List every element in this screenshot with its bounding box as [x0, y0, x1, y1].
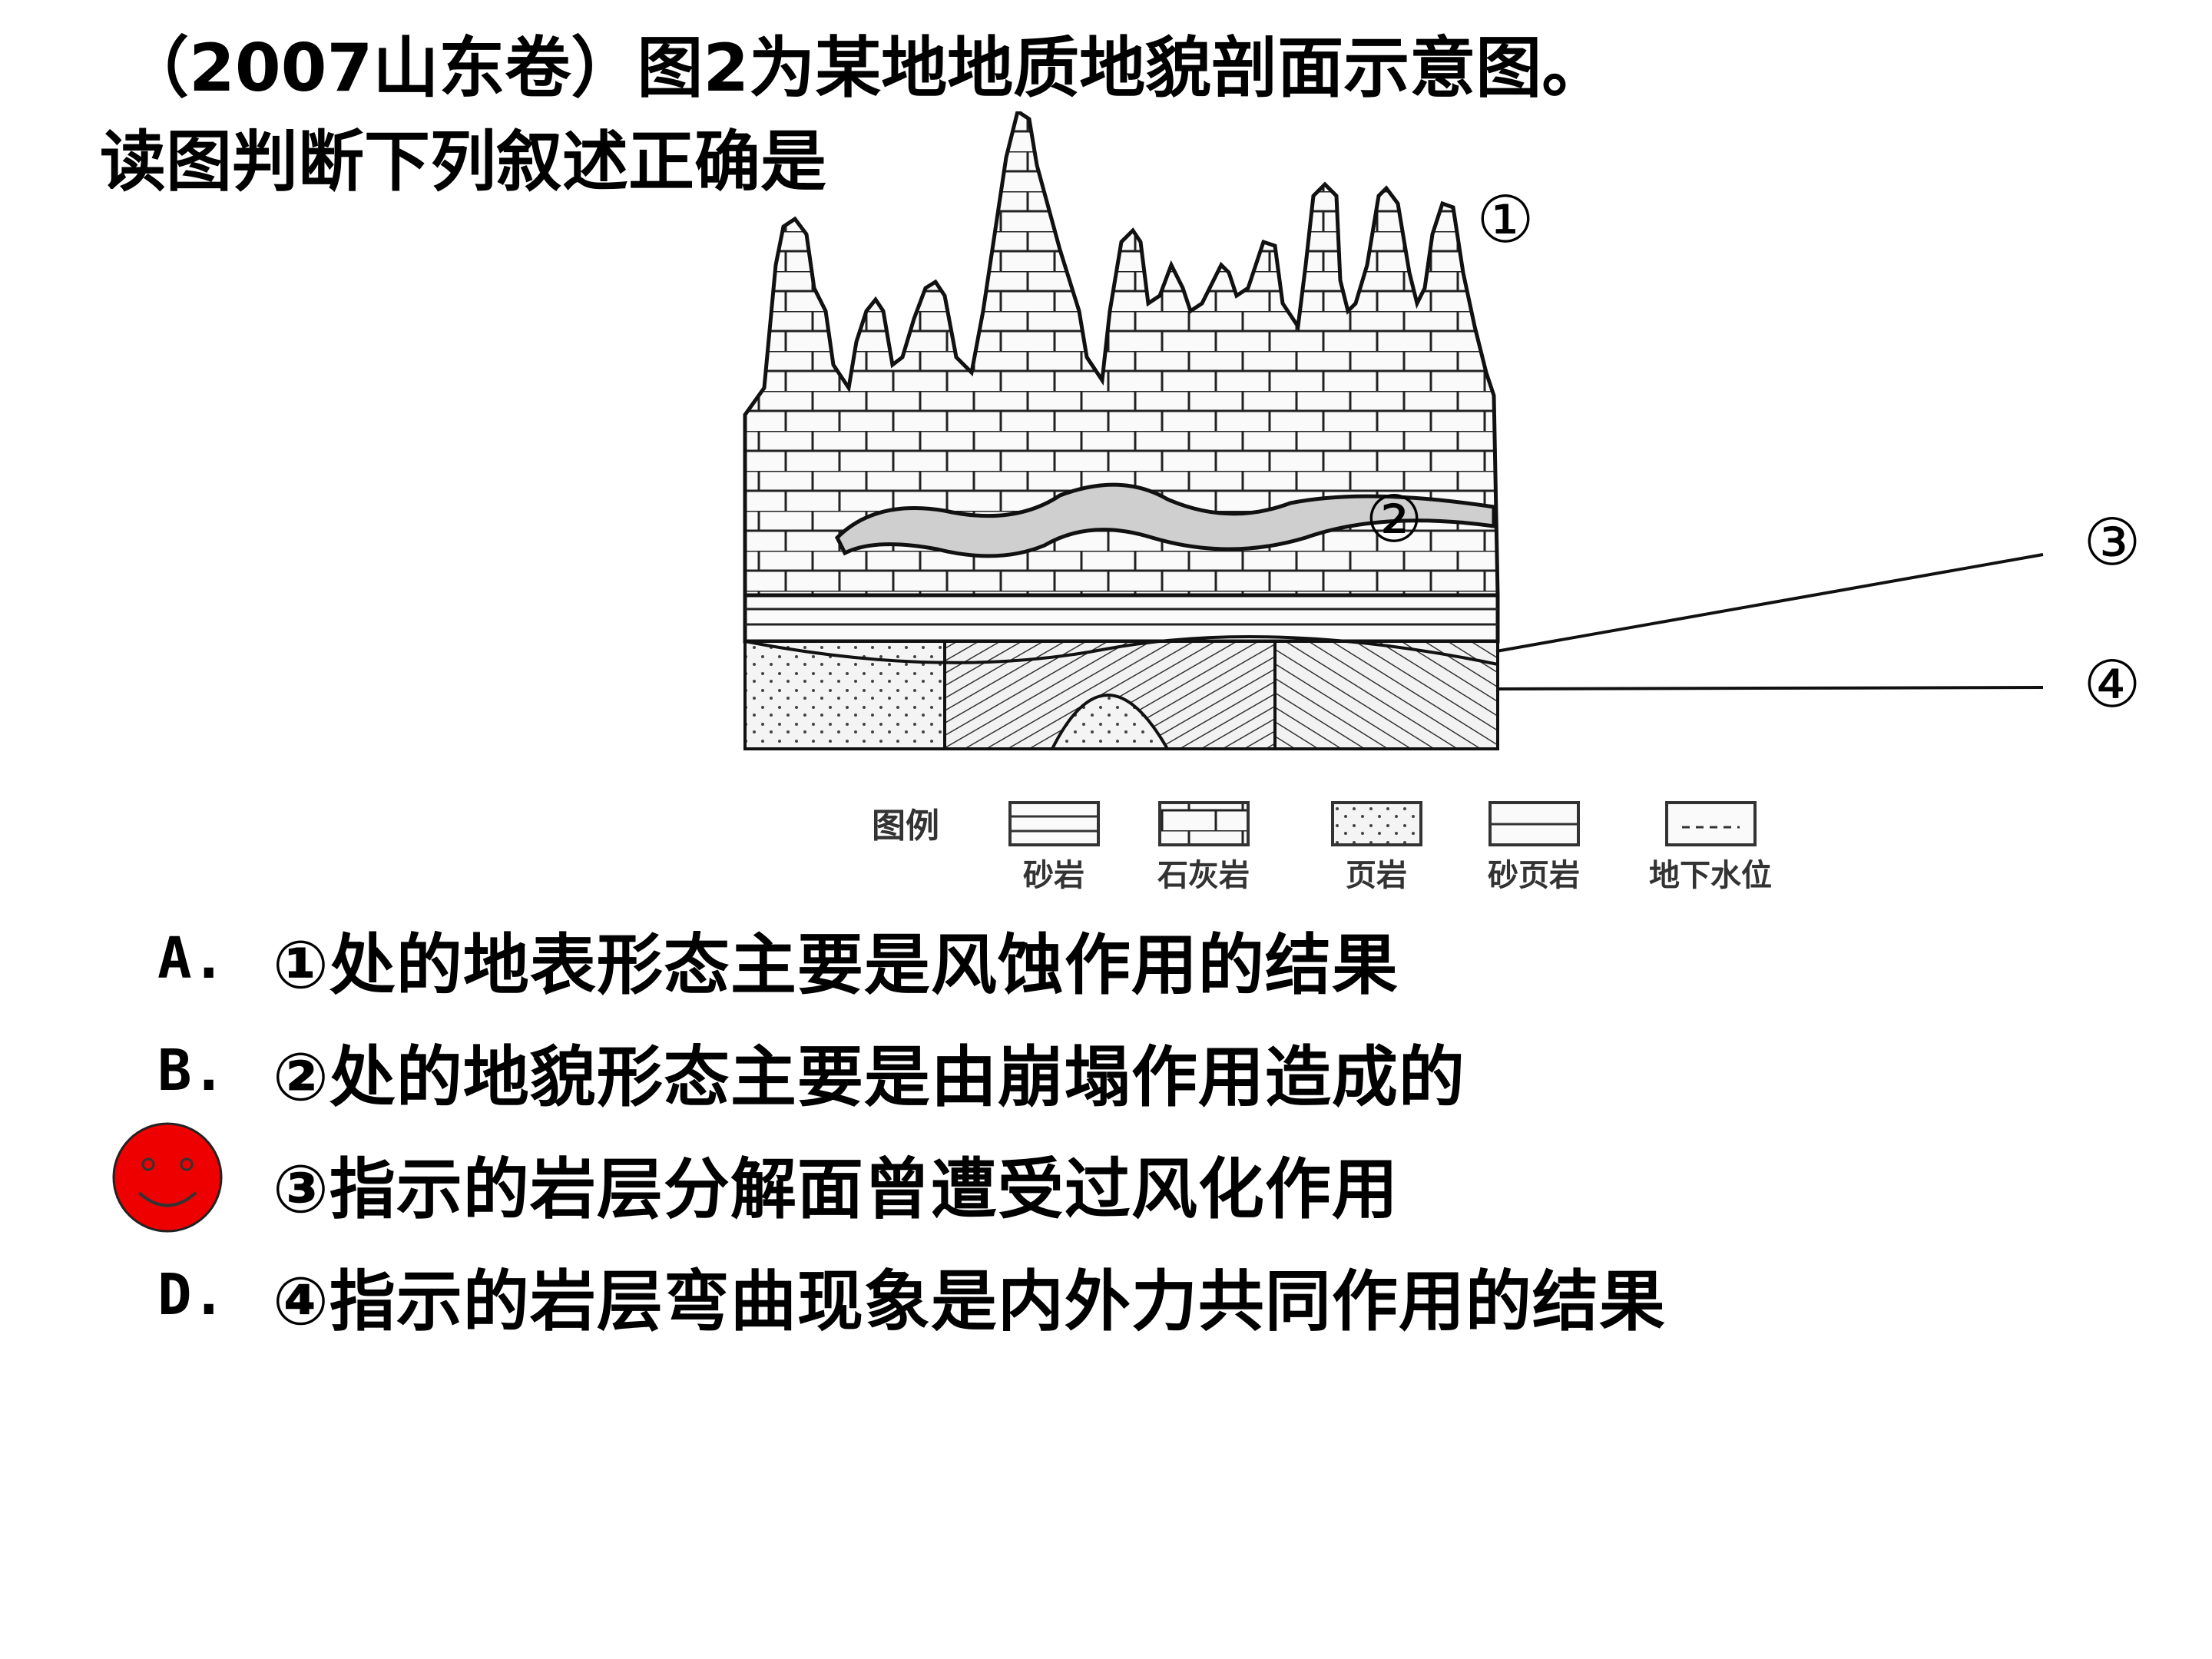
marker-1: ①	[1476, 182, 1534, 257]
option-d[interactable]: D. ④指示的岩层弯曲现象是内外力共同作用的结果	[157, 1239, 2154, 1351]
geologic-cross-section-diagram: 图例 砂岩 石灰岩 页岩 砂页岩 地下水位 ① ② ③ ④	[743, 111, 2141, 893]
cave-passage	[834, 482, 1496, 558]
option-text: ④指示的岩层弯曲现象是内外力共同作用的结果	[273, 1263, 1666, 1340]
question-line-1: （2007山东卷）图2为某地地质地貌剖面示意图。	[123, 30, 1608, 107]
legend-label: 砂岩	[1023, 858, 1084, 893]
legend-label: 石灰岩	[1157, 858, 1250, 893]
smiley-face-icon	[112, 1122, 223, 1233]
legend-label: 页岩	[1346, 858, 1407, 893]
option-letter: A.	[157, 926, 227, 992]
legend-sandy-shale: 砂页岩	[1488, 801, 1580, 893]
pointer-3	[1495, 553, 2044, 653]
answer-options: A. ①处的地表形态主要是风蚀作用的结果 B. ②处的地貌形态主要是由崩塌作用造…	[157, 902, 2154, 1351]
folded-layers-right	[1273, 640, 1499, 750]
sandstone-layer	[743, 593, 1500, 644]
legend: 图例 砂岩 石灰岩 页岩 砂页岩 地下水位	[872, 801, 1772, 893]
legend-title: 图例	[872, 806, 939, 846]
marker-2: ②	[1365, 482, 1422, 557]
question-title: （2007山东卷）图2为某地地质地貌剖面示意图。 读图判断下列叙述正确是	[100, 22, 1943, 209]
limestone-peaks	[743, 111, 1500, 598]
legend-label: 地下水位	[1649, 858, 1772, 893]
question-line-2: 读图判断下列叙述正确是	[100, 124, 826, 200]
legend-water-table: 地下水位	[1649, 801, 1772, 893]
option-text: ②处的地貌形态主要是由崩塌作用造成的	[273, 1038, 1465, 1116]
marker-3: ③	[2083, 505, 2141, 580]
legend-label: 砂页岩	[1488, 858, 1580, 893]
option-b[interactable]: B. ②处的地貌形态主要是由崩塌作用造成的	[157, 1015, 2154, 1127]
marker-4: ④	[2083, 647, 2141, 722]
option-text: ③指示的岩层分解面曾遭受过风化作用	[273, 1151, 1399, 1228]
option-letter: B.	[157, 1038, 227, 1104]
legend-sandstone: 砂岩	[1008, 801, 1100, 893]
option-text: ①处的地表形态主要是风蚀作用的结果	[273, 926, 1399, 1004]
option-c[interactable]: ③指示的岩层分解面曾遭受过风化作用	[157, 1127, 2154, 1239]
option-a[interactable]: A. ①处的地表形态主要是风蚀作用的结果	[157, 902, 2154, 1015]
anticline-core	[1049, 694, 1171, 750]
option-letter: D.	[157, 1262, 227, 1328]
pointer-4	[1495, 686, 2044, 690]
legend-shale: 页岩	[1331, 801, 1422, 893]
legend-limestone: 石灰岩	[1157, 801, 1250, 893]
